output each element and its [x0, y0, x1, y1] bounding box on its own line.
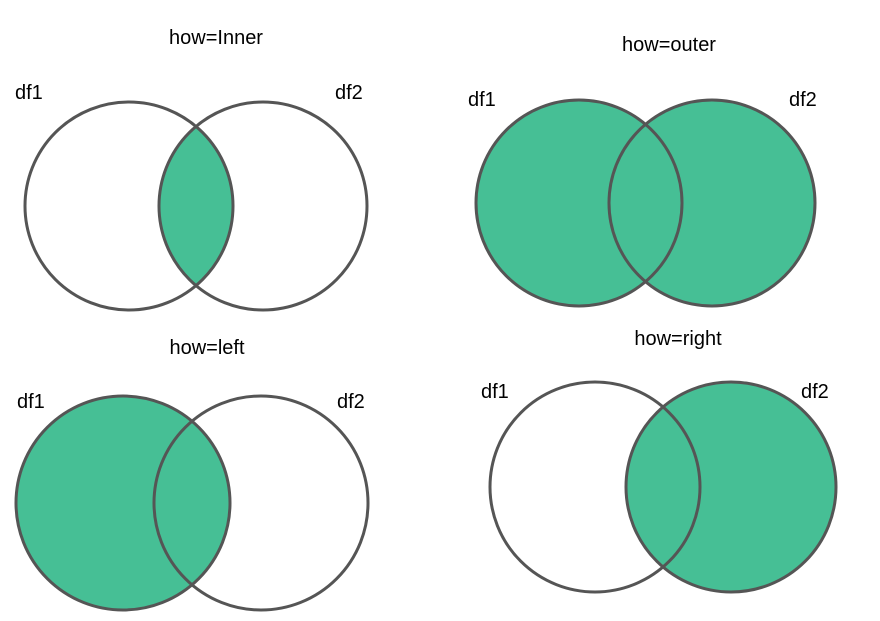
panel-title-right: how=right	[634, 328, 722, 350]
venn-panel-left: how=left df1 df2	[14, 337, 370, 612]
set-label-df2-inner: df2	[335, 82, 363, 104]
venn-panel-right: how=right df1 df2	[481, 328, 838, 594]
intersection-region-inner	[159, 102, 233, 310]
circle-df1-left	[14, 394, 232, 612]
panel-title-left: how=left	[169, 337, 244, 359]
fill-df2-right	[626, 382, 836, 592]
fill-df1-left	[16, 396, 230, 610]
circle-df2-outer	[607, 98, 817, 308]
venn-panel-inner: how=Inner df1 df2	[15, 27, 369, 312]
panel-title-outer: how=outer	[622, 34, 716, 56]
set-label-df1-inner: df1	[15, 82, 43, 104]
set-label-df1-outer: df1	[468, 89, 496, 111]
set-label-df2-right: df2	[801, 381, 829, 403]
set-label-df1-left: df1	[17, 391, 45, 413]
circle-df1-inner	[23, 100, 235, 312]
circle-df1-outer	[474, 98, 684, 308]
circle-df2-right	[624, 380, 838, 594]
set-label-df1-right: df1	[481, 381, 509, 403]
circle-df1-right	[488, 380, 702, 594]
set-label-df2-left: df2	[337, 391, 365, 413]
circle-df2-left	[152, 394, 370, 612]
panel-title-inner: how=Inner	[169, 27, 263, 49]
venn-panel-outer: how=outer df1 df2	[468, 34, 817, 308]
set-label-df2-outer: df2	[789, 89, 817, 111]
circle-df2-inner	[157, 100, 369, 312]
fill-df2-outer	[609, 100, 815, 306]
